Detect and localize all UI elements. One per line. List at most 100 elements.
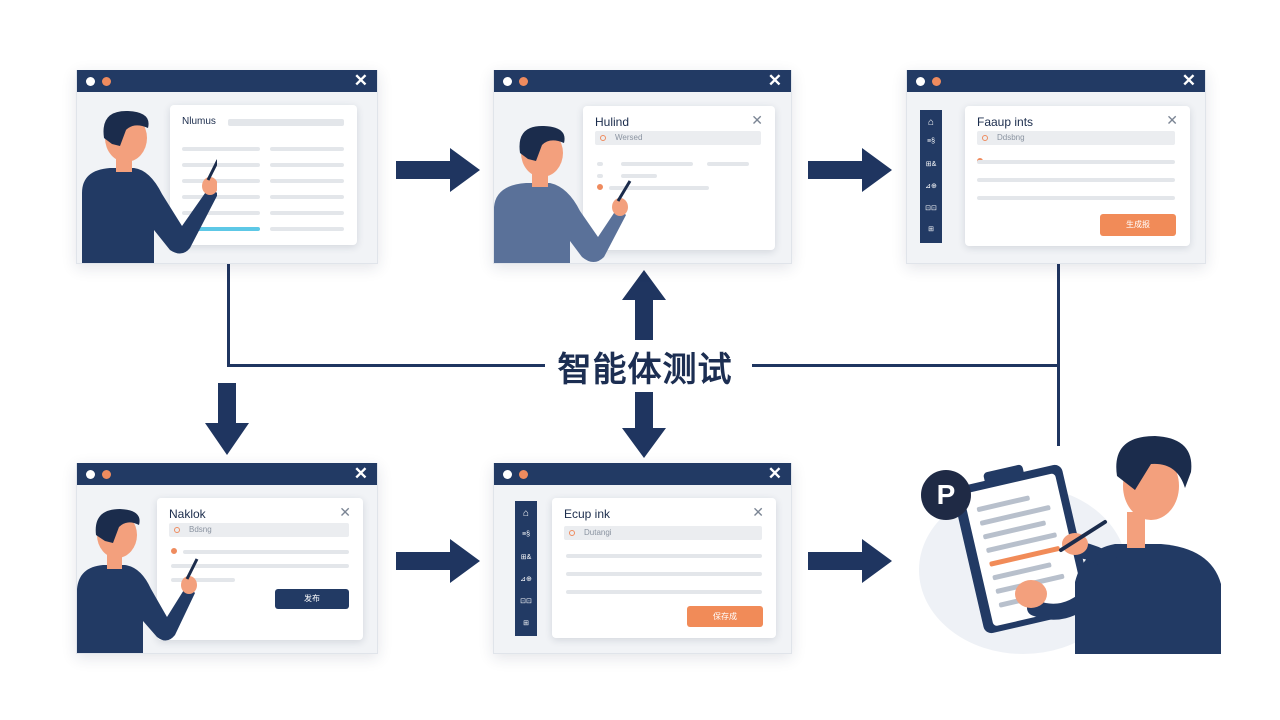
card-title: Faaup ints bbox=[977, 115, 1034, 129]
list-item bbox=[270, 179, 344, 183]
close-icon[interactable]: ✕ bbox=[751, 112, 763, 128]
sidebar-item-icon[interactable]: ⊿⊕ bbox=[925, 183, 937, 190]
window-dot-icon bbox=[86, 470, 95, 479]
field-value: Wersed bbox=[615, 133, 643, 142]
window-dot-icon bbox=[503, 470, 512, 479]
list-item bbox=[270, 147, 344, 151]
field-value: Bdsng bbox=[189, 525, 212, 534]
list-item bbox=[171, 578, 235, 582]
browser-window-step-2: ✕ Hulind ✕ Wersed bbox=[493, 70, 792, 264]
list-item bbox=[566, 590, 762, 594]
card-title: Hulind bbox=[595, 115, 630, 129]
window-dot-icon bbox=[102, 470, 111, 479]
list-item bbox=[609, 186, 709, 190]
list-item bbox=[183, 550, 349, 554]
radio-icon bbox=[982, 135, 988, 141]
list-item bbox=[270, 211, 344, 215]
pen-icon bbox=[1059, 520, 1107, 552]
list-item bbox=[182, 163, 260, 167]
radio-icon bbox=[597, 184, 603, 190]
content-card: Ecup ink ✕ Dutangi 保存成 bbox=[552, 498, 776, 638]
list-item bbox=[977, 178, 1175, 182]
window-dot-icon bbox=[86, 77, 95, 86]
close-icon[interactable]: ✕ bbox=[752, 504, 764, 520]
badge-letter: P bbox=[936, 479, 956, 510]
list-item bbox=[182, 147, 260, 151]
list-item bbox=[707, 162, 749, 166]
title-bar: ✕ bbox=[494, 70, 791, 92]
sidebar: ⌂ ≡§ ⊞& ⊿⊕ ⊡⊡ ⊞ bbox=[920, 110, 942, 243]
browser-window-step-5: ✕ ⌂ ≡§ ⊞& ⊿⊕ ⊡⊡ ⊞ Ecup ink ✕ Dutangi 保存成 bbox=[493, 463, 792, 654]
list-item bbox=[270, 163, 344, 167]
text-field[interactable]: Bdsng bbox=[169, 523, 349, 537]
arrow-right-icon bbox=[396, 539, 480, 583]
list-item bbox=[977, 160, 1175, 164]
clipboard-icon bbox=[953, 464, 1093, 634]
sidebar-item-icon[interactable]: ⊞ bbox=[928, 226, 934, 233]
person-illustration bbox=[494, 125, 632, 263]
close-icon[interactable]: ✕ bbox=[339, 504, 351, 520]
list-item bbox=[270, 195, 344, 199]
diagram-title: 智能体测试 bbox=[557, 351, 733, 389]
close-icon[interactable]: ✕ bbox=[767, 71, 782, 90]
sidebar-item-icon[interactable]: ⊞& bbox=[520, 554, 532, 561]
header-line bbox=[228, 119, 344, 126]
title-bar: ✕ bbox=[494, 463, 791, 485]
connector-left-vertical bbox=[227, 262, 230, 366]
list-item bbox=[566, 554, 762, 558]
window-dot-icon bbox=[102, 77, 111, 86]
sidebar-item-icon[interactable]: ⊿⊕ bbox=[520, 576, 532, 583]
sidebar-item-icon[interactable]: ≡§ bbox=[522, 531, 530, 538]
close-icon[interactable]: ✕ bbox=[353, 71, 368, 90]
list-item bbox=[182, 179, 260, 183]
window-dot-icon bbox=[932, 77, 941, 86]
connector-right-horizontal bbox=[752, 364, 1060, 367]
arrow-right-icon bbox=[808, 539, 892, 583]
list-item bbox=[977, 196, 1175, 200]
connector-right-vertical bbox=[1057, 262, 1060, 446]
save-button[interactable]: 保存成 bbox=[687, 606, 763, 627]
window-dot-icon bbox=[916, 77, 925, 86]
radio-icon bbox=[171, 548, 177, 554]
title-bar: ✕ bbox=[77, 70, 377, 92]
text-field[interactable]: Wersed bbox=[595, 131, 761, 145]
sidebar-item-icon[interactable]: ⊞ bbox=[523, 620, 529, 627]
sidebar-home-icon[interactable]: ⌂ bbox=[522, 508, 530, 519]
sidebar-item-icon[interactable]: ⊡⊡ bbox=[925, 205, 937, 212]
sidebar-item-icon[interactable]: ⊞& bbox=[925, 161, 937, 168]
person-illustration bbox=[82, 110, 217, 263]
report-review-illustration bbox=[919, 436, 1221, 654]
close-icon[interactable]: ✕ bbox=[353, 464, 368, 483]
list-item bbox=[621, 162, 693, 166]
title-bar: ✕ bbox=[907, 70, 1205, 92]
window-dot-icon bbox=[519, 470, 528, 479]
browser-window-step-3: ✕ ⌂ ≡§ ⊞& ⊿⊕ ⊡⊡ ⊞ Faaup ints ✕ Ddsbng 生成… bbox=[906, 70, 1206, 264]
text-field[interactable]: Ddsbng bbox=[977, 131, 1175, 145]
title-bar: ✕ bbox=[77, 463, 377, 485]
window-dot-icon bbox=[503, 77, 512, 86]
sidebar-item-icon[interactable]: ≡§ bbox=[927, 138, 935, 145]
person-illustration bbox=[77, 509, 199, 653]
close-icon[interactable]: ✕ bbox=[1181, 71, 1196, 90]
person-illustration bbox=[1015, 436, 1221, 654]
card-title: Ecup ink bbox=[564, 507, 611, 521]
close-icon[interactable]: ✕ bbox=[1166, 112, 1178, 128]
radio-icon bbox=[174, 527, 180, 533]
arrow-up-icon bbox=[622, 270, 666, 340]
list-item bbox=[182, 211, 260, 215]
browser-window-step-1: ✕ Nlumus bbox=[76, 70, 378, 264]
list-item bbox=[597, 162, 603, 166]
browser-window-step-4: ✕ Naklok ✕ Bdsng 发布 bbox=[76, 463, 378, 654]
sidebar-home-icon[interactable]: ⌂ bbox=[927, 117, 935, 128]
publish-button[interactable]: 发布 bbox=[275, 589, 349, 609]
sidebar-item-icon[interactable]: ⊡⊡ bbox=[520, 598, 532, 605]
window-dot-icon bbox=[519, 77, 528, 86]
close-icon[interactable]: ✕ bbox=[767, 464, 782, 483]
list-item bbox=[566, 572, 762, 576]
card-title: Naklok bbox=[169, 507, 206, 521]
highlight-line bbox=[182, 227, 260, 231]
list-item bbox=[621, 174, 657, 178]
p-badge-icon: P bbox=[921, 470, 971, 520]
text-field[interactable]: Dutangi bbox=[564, 526, 762, 540]
generate-report-button[interactable]: 生成报 bbox=[1100, 214, 1176, 236]
